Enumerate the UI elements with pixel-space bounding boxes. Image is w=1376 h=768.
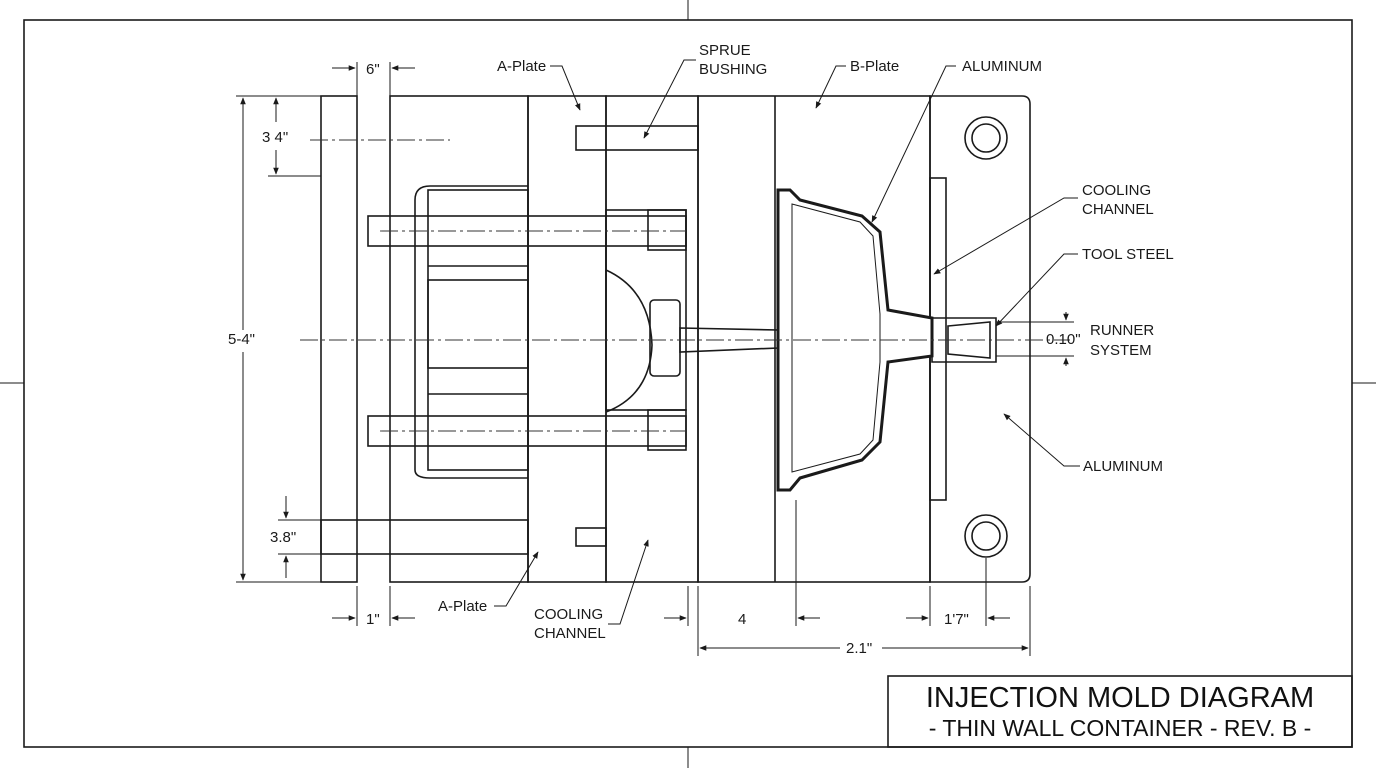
label-cooling-right-1: COOLING	[1082, 182, 1151, 199]
dimension-lines	[236, 62, 1074, 656]
title-sub: - THIN WALL CONTAINER - REV. B -	[929, 715, 1312, 741]
dim-bottom-left: 1"	[366, 611, 380, 628]
dim-bottom-overall: 2.1"	[846, 640, 872, 657]
mold-assembly	[300, 95, 1070, 583]
label-cooling-right-2: CHANNEL	[1082, 201, 1154, 218]
bolt-hole-top	[964, 116, 1008, 160]
aluminum-block-right	[929, 95, 1031, 583]
dim-left-lower: 3.8"	[270, 529, 296, 546]
dim-left-overall: 5-4"	[228, 331, 255, 348]
label-runner-2: SYSTEM	[1090, 342, 1152, 359]
dim-bottom-mid: 4	[738, 611, 746, 628]
dim-bottom-right: 1'7"	[944, 611, 969, 628]
title-main: INJECTION MOLD DIAGRAM	[926, 682, 1314, 714]
leader-lines	[494, 59, 1080, 625]
label-sprue-1: SPRUE	[699, 42, 751, 59]
sprue-nozzle	[649, 299, 681, 377]
dim-left-upper: 3 4"	[262, 129, 288, 146]
return-pin	[320, 519, 529, 555]
dimension-texts: 6" 3 4" 5-4" 3.8" 1" 4 1'7" 2.1" 0.10"	[228, 61, 1081, 657]
label-aluminum-right: ALUMINUM	[1083, 458, 1163, 475]
label-cooling-bottom-1: COOLING	[534, 606, 603, 623]
ejector-cavity	[427, 189, 529, 471]
dim-runner-gap: 0.10"	[1046, 331, 1081, 348]
label-b-plate: B-Plate	[850, 58, 899, 75]
ejector-housing	[389, 95, 529, 583]
label-runner-1: RUNNER	[1090, 322, 1154, 339]
title-block: INJECTION MOLD DIAGRAM - THIN WALL CONTA…	[887, 675, 1353, 748]
sprue-bushing	[575, 125, 699, 151]
label-aluminum-top: ALUMINUM	[962, 58, 1042, 75]
runner-insert	[931, 317, 997, 363]
bolt-hole-bottom	[964, 514, 1008, 558]
dim-top-width: 6"	[366, 61, 380, 78]
callout-labels: A-Plate SPRUE BUSHING B-Plate ALUMINUM C…	[438, 42, 1174, 642]
label-a-plate-top: A-Plate	[497, 58, 546, 75]
label-tool-steel: TOOL STEEL	[1082, 246, 1174, 263]
label-cooling-bottom-2: CHANNEL	[534, 625, 606, 642]
label-sprue-2: BUSHING	[699, 61, 767, 78]
label-a-plate-bottom: A-Plate	[438, 598, 487, 615]
a-plate	[527, 95, 607, 583]
clamp-plate-left	[320, 95, 358, 583]
